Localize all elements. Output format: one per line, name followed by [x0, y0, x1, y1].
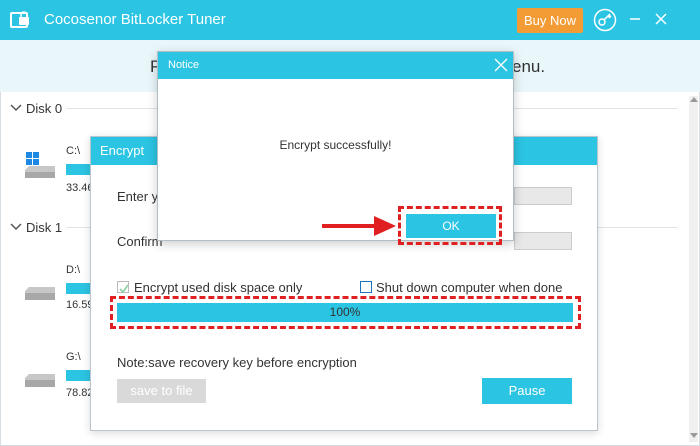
progress-bar: 100%	[117, 303, 573, 322]
shutdown-checkbox[interactable]	[360, 281, 372, 293]
drive-name: G:\	[66, 351, 81, 363]
scroll-down-arrow-icon[interactable]	[690, 433, 698, 438]
drive-icon[interactable]	[23, 281, 57, 309]
password-input[interactable]	[514, 187, 572, 205]
drive-usage-bar	[66, 164, 92, 175]
chevron-down-icon[interactable]	[10, 223, 22, 231]
encrypt-used-checkbox[interactable]	[117, 281, 129, 294]
chevron-down-icon[interactable]	[10, 104, 22, 112]
scroll-up-arrow-icon[interactable]	[690, 97, 698, 102]
red-arrow-icon	[322, 216, 396, 236]
title-bar	[0, 0, 700, 40]
notice-title: Notice	[158, 52, 513, 79]
header-text-right: enu.	[512, 57, 546, 76]
encrypt-used-label: Encrypt used disk space only	[134, 280, 303, 295]
buy-now-button[interactable]: Buy Now	[517, 8, 583, 33]
disk-label: Disk 0	[26, 101, 63, 116]
app-title: Cocosenor BitLocker Tuner	[44, 11, 226, 28]
windows-drive-icon[interactable]	[23, 152, 57, 180]
scrollbar[interactable]	[689, 96, 698, 442]
notice-message: Encrypt successfully!	[279, 138, 392, 152]
drive-icon[interactable]	[23, 368, 57, 396]
ok-highlight-box	[398, 206, 502, 245]
drive-name: C:\	[66, 145, 81, 157]
key-icon[interactable]	[593, 8, 617, 32]
minimize-icon[interactable]	[626, 10, 644, 28]
disk-label: Disk 1	[26, 220, 63, 235]
check-icon	[119, 284, 129, 294]
app-logo-icon	[10, 11, 29, 28]
drive-size: 16.59	[66, 299, 94, 311]
notice-dialog: Notice Encrypt successfully! OK	[157, 51, 514, 241]
drive-name: D:\	[66, 264, 81, 276]
progress-highlight-box	[110, 296, 581, 329]
drive-size: 78.82	[66, 387, 94, 399]
ok-button[interactable]: OK	[406, 214, 496, 238]
drive-usage-bar	[66, 283, 92, 294]
save-to-file-button[interactable]: save to file	[117, 379, 206, 403]
close-icon[interactable]	[494, 58, 508, 72]
drive-size: 33.46	[66, 182, 94, 194]
shutdown-label: Shut down computer when done	[376, 280, 563, 295]
header-text-left: P	[150, 57, 162, 76]
confirm-password-label: Confirm	[117, 234, 163, 249]
enter-password-label: Enter y	[117, 189, 159, 204]
pause-button[interactable]: Pause	[482, 378, 572, 404]
recovery-note: Note:save recovery key before encryption	[117, 355, 357, 370]
confirm-password-input[interactable]	[514, 232, 572, 250]
close-icon[interactable]	[652, 10, 670, 28]
drive-usage-bar	[66, 370, 92, 381]
